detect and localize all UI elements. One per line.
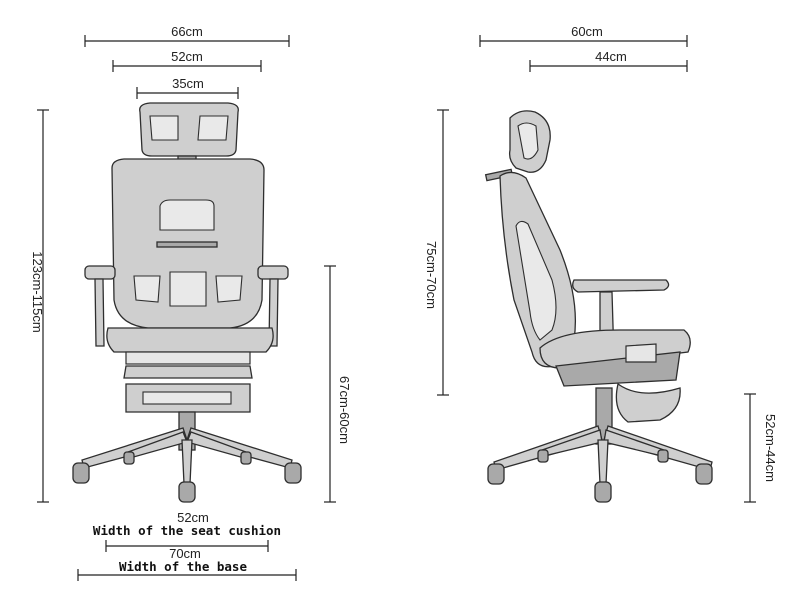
back-width-label: 52cm	[171, 49, 203, 64]
side-chair-illustration	[484, 110, 713, 503]
seat-cushion-caption: Width of the seat cushion	[93, 523, 281, 538]
seat-floor-height-label: 52cm-44cm	[763, 414, 778, 482]
back-height-label: 75cm-70cm	[424, 241, 439, 309]
seat-cushion-width-label: 52cm	[177, 510, 209, 525]
total-width-label: 66cm	[171, 24, 203, 39]
front-dimension-lines	[37, 35, 336, 581]
total-height-label: 123cm-115cm	[30, 251, 45, 332]
seat-height-label: 67cm-60cm	[337, 376, 352, 444]
base-width-label: 70cm	[169, 546, 201, 561]
seat-depth-label: 44cm	[595, 49, 627, 64]
total-depth-label: 60cm	[571, 24, 603, 39]
base-caption: Width of the base	[119, 559, 247, 574]
headrest-width-label: 35cm	[172, 76, 204, 91]
side-dimension-lines	[437, 35, 756, 503]
front-chair-illustration	[72, 102, 302, 503]
